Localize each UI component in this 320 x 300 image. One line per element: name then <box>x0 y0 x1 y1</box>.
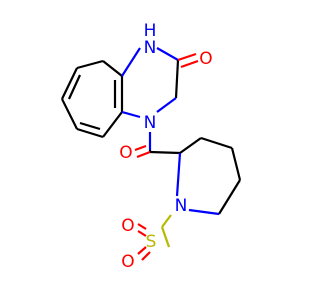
atom-nh-nitrogen-label: N <box>144 38 157 58</box>
atom-sulfonyl-oxygen-top-label: O <box>121 216 134 236</box>
bond <box>160 226 171 248</box>
bond <box>137 230 147 237</box>
bond <box>137 246 147 255</box>
sulfonyl-group <box>137 214 172 261</box>
piperidine-ring <box>175 136 242 216</box>
atom-ring-nitrogen-label: N <box>144 113 157 133</box>
bond <box>76 127 104 139</box>
bond <box>230 147 242 181</box>
bond <box>136 150 151 159</box>
bond <box>102 111 123 138</box>
bond <box>102 60 123 77</box>
bond <box>121 47 141 77</box>
atom-amide-oxygen-label: O <box>119 143 132 163</box>
lactam-ring <box>121 47 199 119</box>
bond <box>174 59 180 99</box>
bond <box>149 150 181 155</box>
bond <box>156 97 177 113</box>
bond <box>218 179 241 215</box>
molecule-structure: H N O N O N S O O <box>61 21 242 272</box>
bond-inner <box>79 121 101 131</box>
atom-carbonyl-oxygen-label: O <box>199 49 212 69</box>
bond <box>161 214 172 228</box>
atom-nh-label: H <box>144 21 157 41</box>
atom-sulfonyl-oxygen-bottom-label: O <box>121 252 134 272</box>
bond <box>61 98 78 130</box>
bond <box>137 223 147 230</box>
bond <box>188 208 220 216</box>
bond <box>175 152 182 197</box>
bond-inner <box>68 74 81 100</box>
bond <box>177 52 197 62</box>
bond <box>156 47 179 61</box>
bond <box>180 59 199 69</box>
bond <box>134 144 147 152</box>
bond <box>200 136 233 150</box>
amide-linker <box>134 132 181 159</box>
bond <box>141 251 151 261</box>
benzene-ring <box>61 59 124 139</box>
atom-piperidine-nitrogen-label: N <box>175 196 188 216</box>
bond <box>76 59 104 70</box>
bond <box>179 137 202 154</box>
bond <box>61 67 78 100</box>
atom-sulfur-label: S <box>146 232 157 252</box>
bond <box>121 110 141 119</box>
